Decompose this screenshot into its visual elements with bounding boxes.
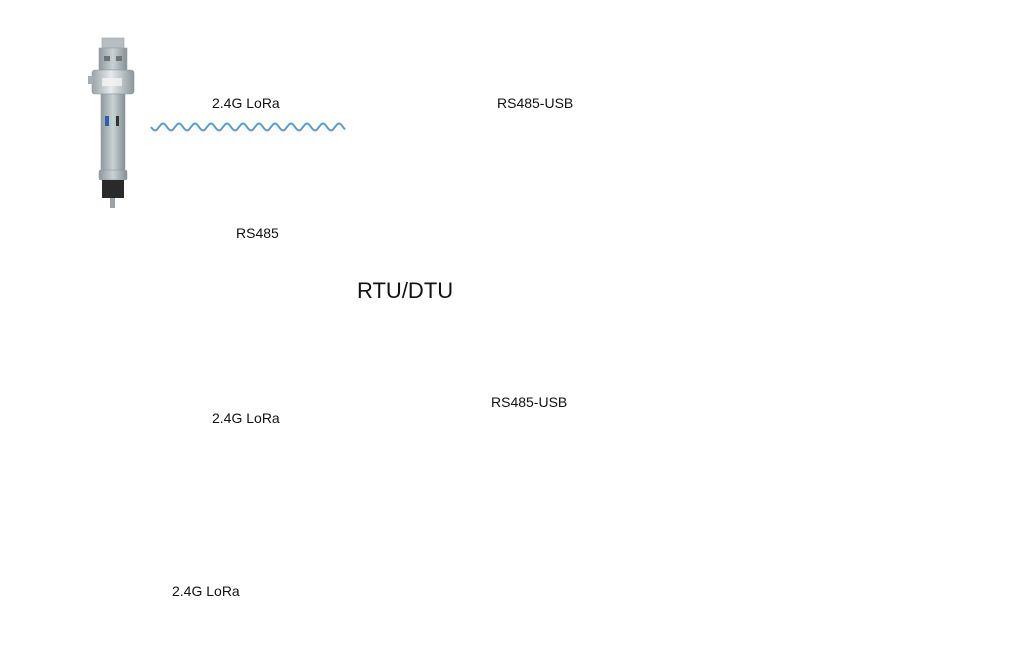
probe-sensor-device [88,37,135,208]
rs485-usb-label-top: RS485-USB [497,95,574,111]
rs485-label: RS485 [236,225,279,241]
lora-label-gateway: 2.4G LoRa [212,410,280,426]
lora-label-display: 2.4G LoRa [172,583,240,599]
lora-label-top: 2.4G LoRa [212,95,280,111]
lora-link-top [150,122,346,132]
rtu-dtu-label: RTU/DTU [357,278,454,303]
rs485-usb-label-bottom: RS485-USB [491,394,568,410]
